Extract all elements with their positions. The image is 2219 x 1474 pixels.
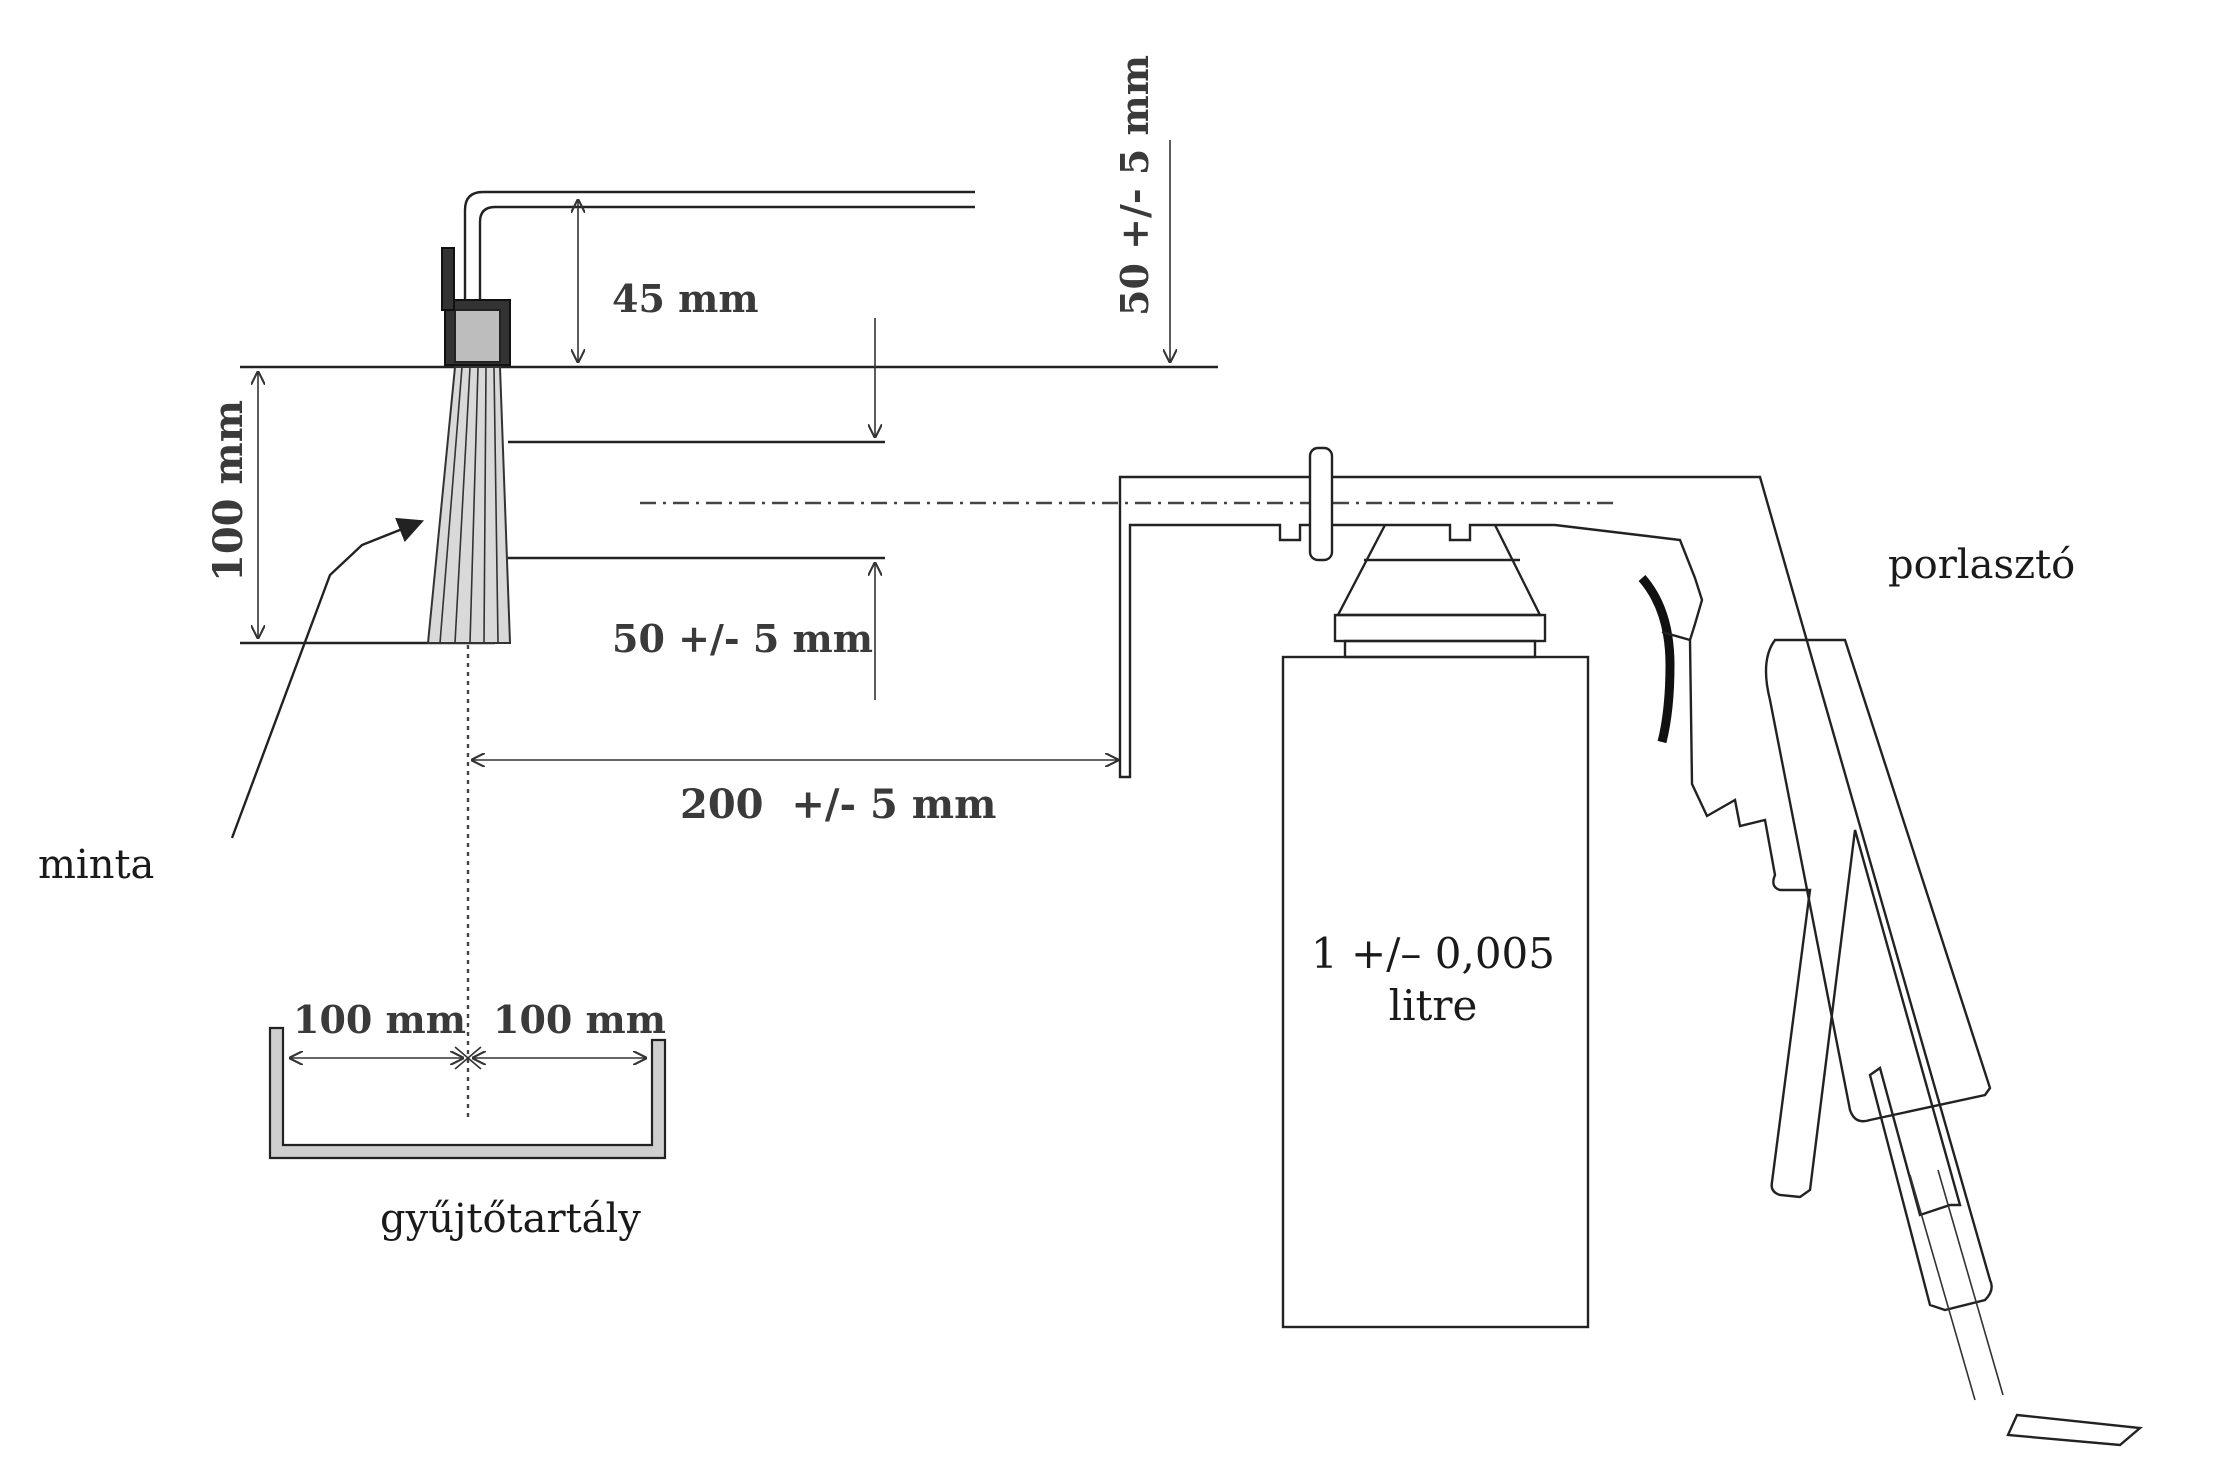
sample-label: minta	[38, 842, 154, 888]
spray-gun	[1118, 446, 2143, 1447]
trigger	[1638, 575, 1675, 744]
nozzle-assembly	[441, 190, 975, 366]
dim-side-offset-label: 50 +/- 5 mm	[612, 616, 873, 661]
bottle-volume-value: 1 +/– 0,005	[1311, 929, 1555, 978]
gun-collar	[1308, 446, 1334, 562]
dim-200-label: 200 +/- 5 mm	[680, 781, 996, 828]
bottle-neck	[1333, 613, 1547, 643]
liquid-bottle	[1281, 655, 1590, 1329]
collector-label: gyűjtőtartály	[380, 1196, 641, 1242]
bottle-volume-unit: litre	[1389, 981, 1478, 1030]
dim-100-label: 100 mm	[205, 400, 252, 582]
bottle-cap	[1343, 639, 1537, 659]
sample-spray	[426, 366, 512, 644]
atomizer-label: porlasztó	[1888, 542, 2075, 588]
sample-pointer	[230, 517, 425, 839]
collector-left-label: 100 mm	[293, 997, 466, 1042]
collector-right-label: 100 mm	[493, 997, 666, 1042]
gun-hose	[1909, 1174, 1976, 1401]
nozzle-core	[454, 309, 501, 363]
nozzle-stem	[441, 247, 455, 311]
collector-tray	[268, 1026, 667, 1160]
dim-top-offset-label: 50 +/- 5 mm	[1112, 55, 1157, 316]
dim-45-label: 45 mm	[612, 276, 759, 321]
